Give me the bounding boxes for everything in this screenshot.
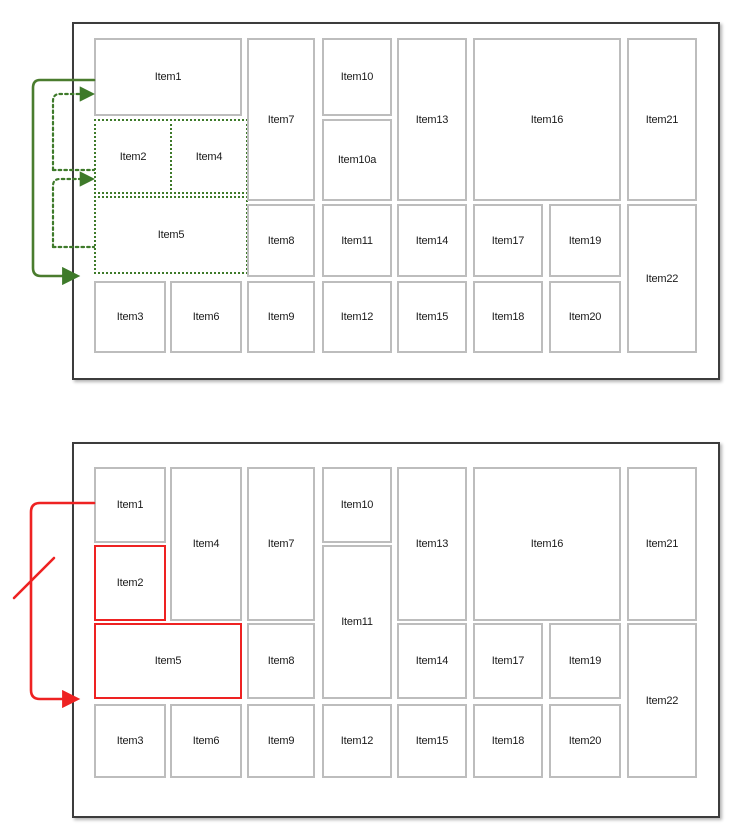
item-label: Item5 — [157, 229, 185, 241]
item-box[interactable]: Item4 — [170, 119, 248, 194]
item-label: Item1 — [116, 499, 144, 511]
item-box[interactable]: Item7 — [247, 467, 315, 621]
item-box[interactable]: Item5 — [94, 623, 242, 699]
item-label: Item19 — [568, 655, 602, 667]
item-box[interactable]: Item17 — [473, 204, 543, 277]
item-box[interactable]: Item14 — [397, 204, 467, 277]
item-label: Item13 — [415, 538, 449, 550]
item-label: Item8 — [267, 234, 295, 247]
item-box[interactable]: Item3 — [94, 704, 166, 778]
item-label: Item6 — [192, 735, 220, 747]
item-label: Item9 — [267, 311, 295, 323]
item-box[interactable]: Item1 — [94, 467, 166, 543]
item-label: Item8 — [267, 655, 295, 667]
item-label: Item16 — [530, 113, 564, 126]
item-box[interactable]: Item13 — [397, 38, 467, 201]
item-box[interactable]: Item12 — [322, 281, 392, 353]
item-box[interactable]: Item15 — [397, 281, 467, 353]
item-box[interactable]: Item8 — [247, 623, 315, 699]
item-box[interactable]: Item10 — [322, 38, 392, 116]
item-label: Item10 — [340, 71, 374, 83]
item-label: Item21 — [645, 113, 679, 126]
item-label: Item7 — [267, 113, 295, 126]
item-box[interactable]: Item14 — [397, 623, 467, 699]
item-box[interactable]: Item18 — [473, 704, 543, 778]
item-box[interactable]: Item20 — [549, 281, 621, 353]
item-box[interactable]: Item21 — [627, 467, 697, 621]
item-box[interactable]: Item19 — [549, 623, 621, 699]
item-label: Item20 — [568, 311, 602, 323]
item-label: Item12 — [340, 735, 374, 747]
item-box[interactable]: Item11 — [322, 204, 392, 277]
item-box[interactable]: Item9 — [247, 281, 315, 353]
item-label: Item10a — [337, 154, 377, 166]
item-box[interactable]: Item10a — [322, 119, 392, 201]
item-label: Item19 — [568, 234, 602, 247]
item-box[interactable]: Item2 — [94, 545, 166, 621]
item-box[interactable]: Item17 — [473, 623, 543, 699]
item-label: Item3 — [116, 735, 144, 747]
item-label: Item2 — [119, 150, 147, 163]
item-label: Item4 — [195, 150, 223, 163]
item-box[interactable]: Item4 — [170, 467, 242, 621]
item-box[interactable]: Item16 — [473, 467, 621, 621]
item-box[interactable]: Item1 — [94, 38, 242, 116]
item-box[interactable]: Item19 — [549, 204, 621, 277]
item-label: Item14 — [415, 234, 449, 247]
item-box[interactable]: Item5 — [94, 196, 248, 274]
item-label: Item6 — [192, 311, 220, 323]
item-box[interactable]: Item10 — [322, 467, 392, 543]
item-box[interactable]: Item12 — [322, 704, 392, 778]
item-box[interactable]: Item2 — [94, 119, 172, 194]
red-slash-icon — [12, 556, 56, 600]
item-label: Item13 — [415, 113, 449, 126]
item-box[interactable]: Item16 — [473, 38, 621, 201]
item-label: Item20 — [568, 735, 602, 747]
item-box[interactable]: Item15 — [397, 704, 467, 778]
item-label: Item17 — [491, 234, 525, 247]
item-box[interactable]: Item6 — [170, 704, 242, 778]
item-box[interactable]: Item7 — [247, 38, 315, 201]
item-label: Item15 — [415, 311, 449, 323]
item-label: Item2 — [116, 577, 144, 589]
item-label: Item4 — [192, 538, 220, 550]
item-label: Item1 — [154, 71, 182, 83]
item-label: Item9 — [267, 735, 295, 747]
item-label: Item10 — [340, 499, 374, 511]
item-box[interactable]: Item21 — [627, 38, 697, 201]
item-box[interactable]: Item8 — [247, 204, 315, 277]
item-box[interactable]: Item9 — [247, 704, 315, 778]
item-box[interactable]: Item13 — [397, 467, 467, 621]
item-label: Item5 — [154, 655, 182, 667]
item-box[interactable]: Item18 — [473, 281, 543, 353]
item-label: Item14 — [415, 655, 449, 667]
item-label: Item11 — [341, 234, 373, 247]
item-box[interactable]: Item3 — [94, 281, 166, 353]
item-box[interactable]: Item22 — [627, 204, 697, 353]
item-box[interactable]: Item11 — [322, 545, 392, 699]
item-label: Item18 — [491, 311, 525, 323]
item-label: Item21 — [645, 538, 679, 550]
item-label: Item17 — [491, 655, 525, 667]
item-label: Item22 — [645, 272, 679, 285]
item-label: Item12 — [340, 311, 374, 323]
item-label: Item15 — [415, 735, 449, 747]
item-label: Item22 — [645, 694, 679, 707]
item-label: Item18 — [491, 735, 525, 747]
item-label: Item11 — [341, 616, 373, 628]
item-box[interactable]: Item22 — [627, 623, 697, 778]
item-label: Item3 — [116, 311, 144, 323]
item-label: Item7 — [267, 538, 295, 550]
item-box[interactable]: Item6 — [170, 281, 242, 353]
item-box[interactable]: Item20 — [549, 704, 621, 778]
item-label: Item16 — [530, 538, 564, 550]
